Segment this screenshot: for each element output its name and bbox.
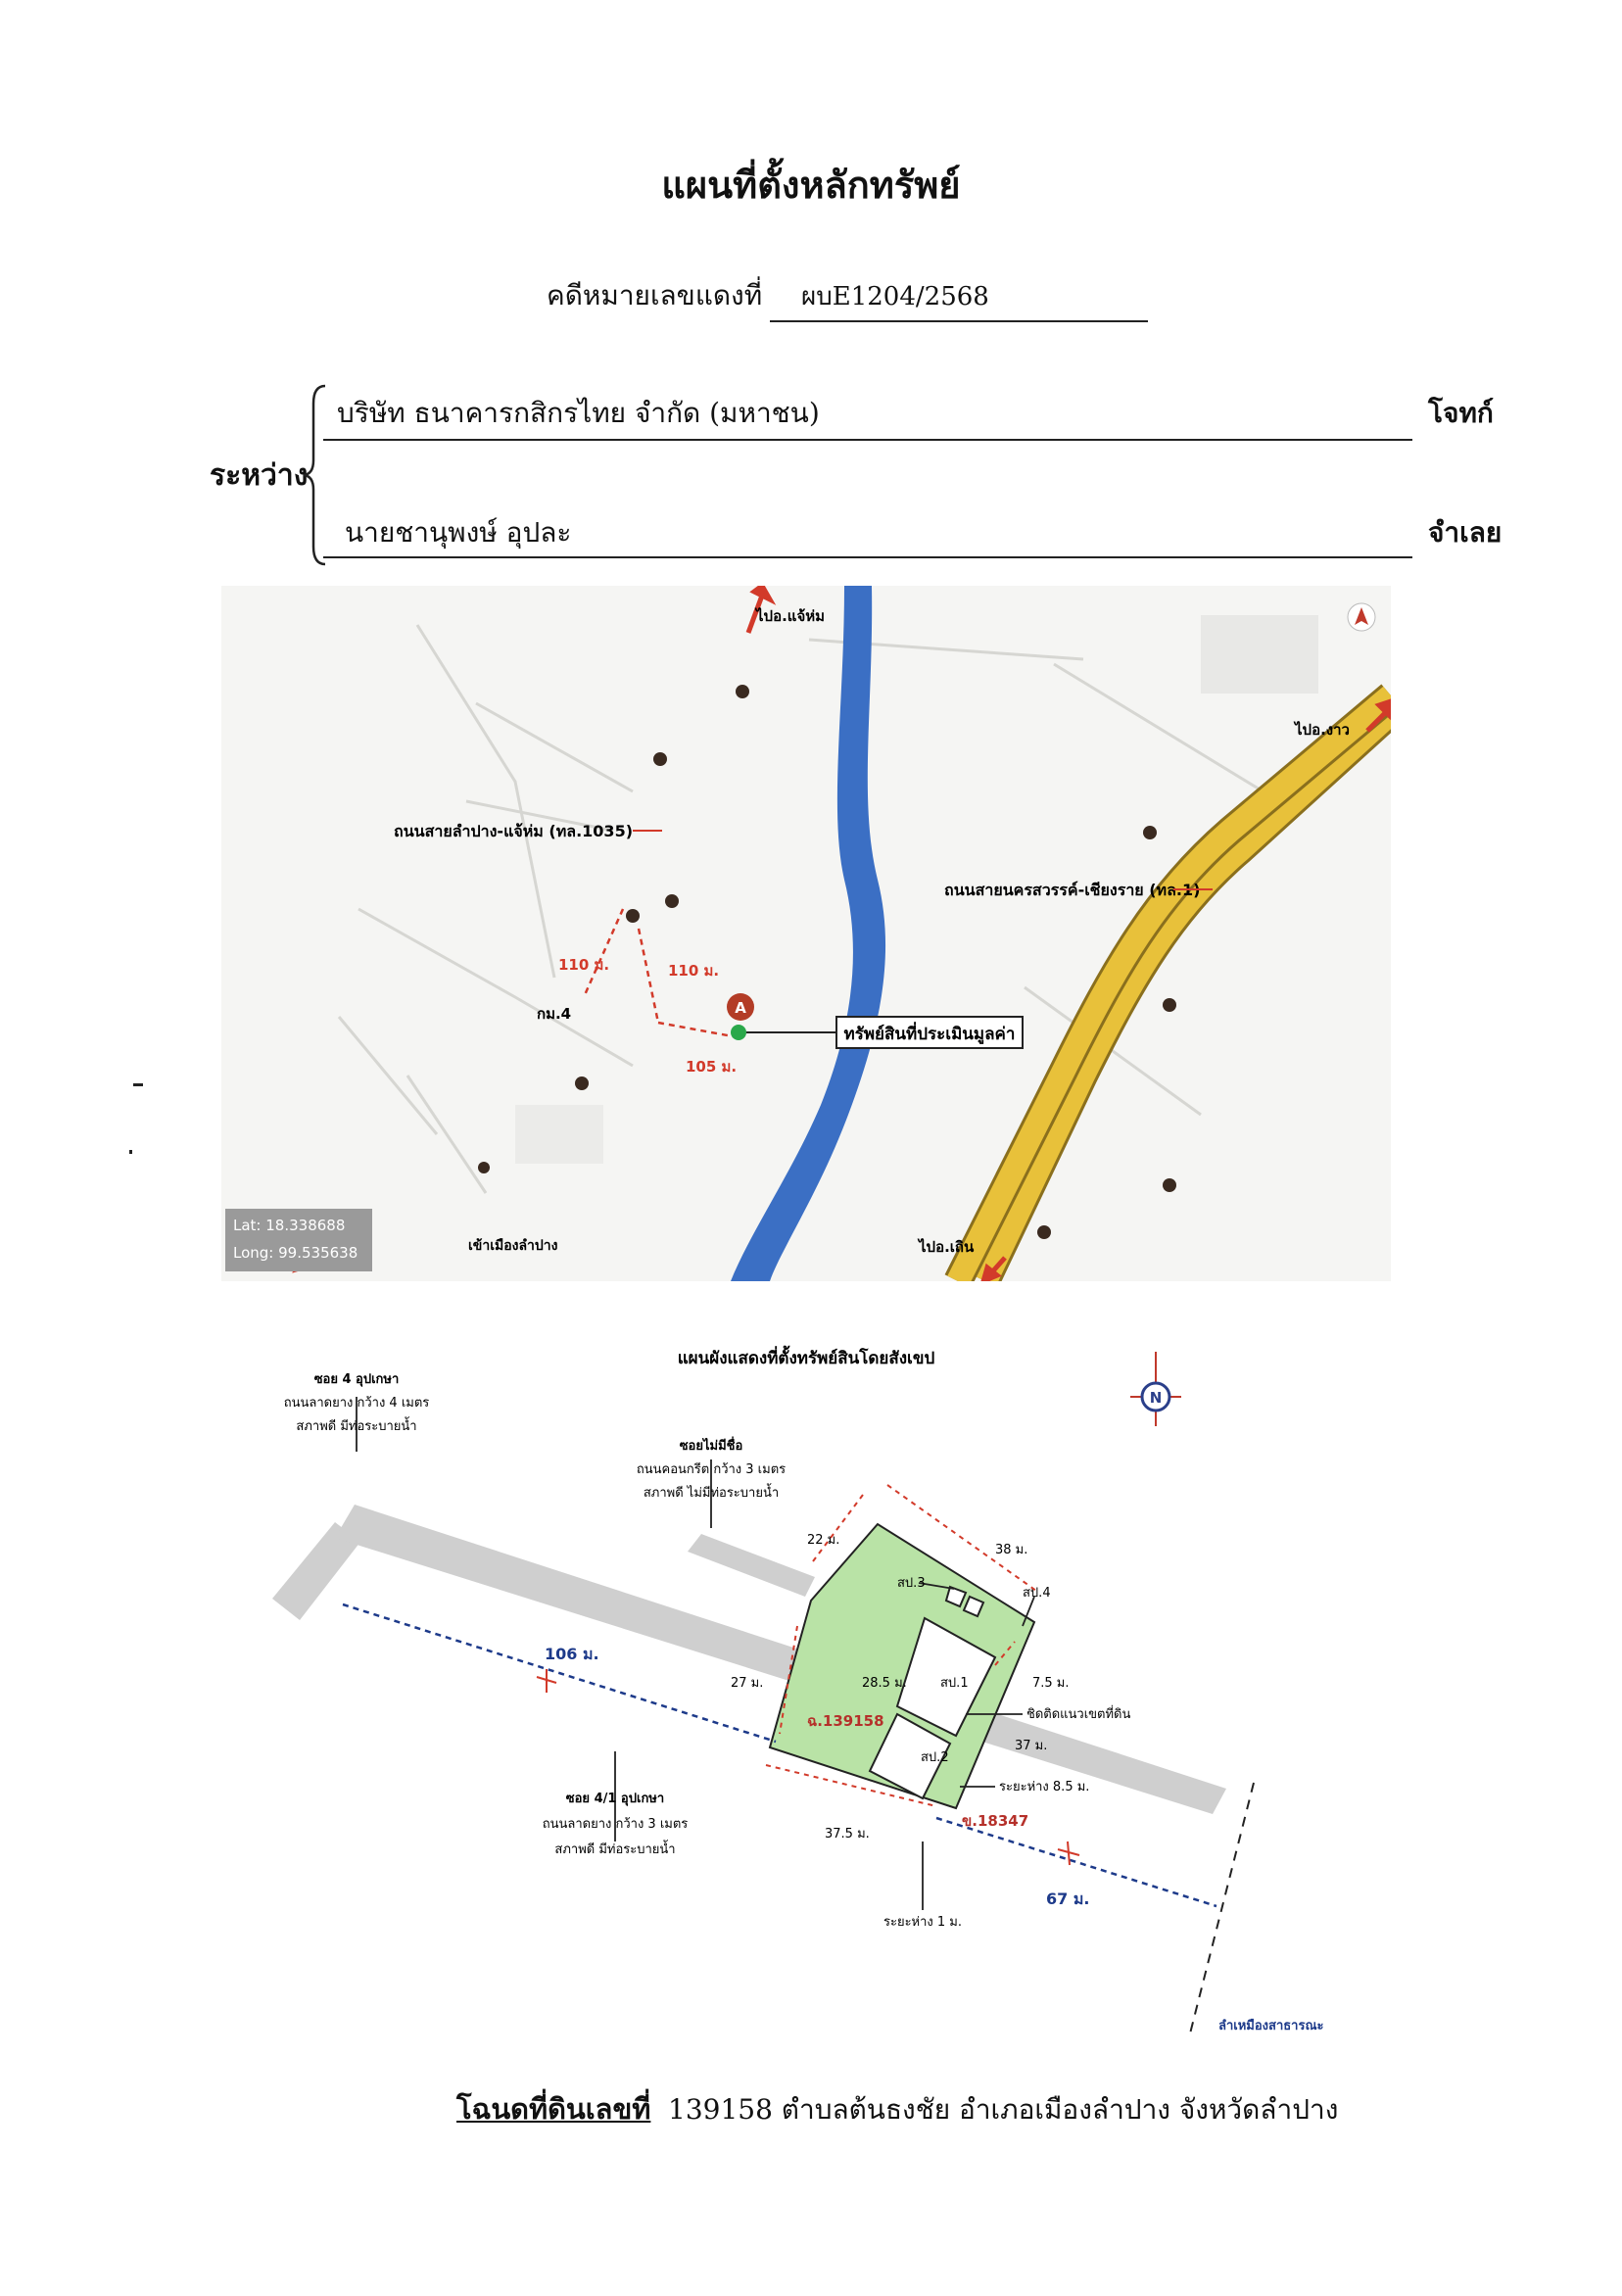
defendant-name: นายชานุพงษ์ อุปละ xyxy=(345,516,572,549)
distance-28-5: 28.5 ม. xyxy=(862,1676,907,1691)
roads xyxy=(272,1505,1226,1814)
plaintiff-underline xyxy=(323,439,1412,441)
nosoi-title: ซอยไม่มีชื่อ xyxy=(680,1436,743,1454)
to-jaehom-label: ไปอ.แจ้ห่ม xyxy=(754,606,825,625)
location-map: A ทรัพย์สินที่ประเมินมูลค่า ถนนสายลำปาง-… xyxy=(221,586,1391,1281)
pointer-lines xyxy=(356,1397,1035,1910)
distance-37-5: 37.5 ม. xyxy=(825,1827,870,1842)
building-4 xyxy=(962,1595,985,1618)
distance-67: 67 ม. xyxy=(1046,1889,1089,1908)
gap-8-5-note: ระยะห่าง 8.5 ม. xyxy=(999,1780,1089,1794)
plaintiff-name: บริษัท ธนาคารกสิกรไทย จำกัด (มหาชน) xyxy=(337,397,820,429)
building-1-label: สป.1 xyxy=(940,1676,969,1691)
soi4-line1: ถนนลาดยาง กว้าง 4 เมตร xyxy=(284,1396,430,1411)
property-marker: A xyxy=(727,993,836,1040)
red-dimension-lines xyxy=(765,1484,1037,1807)
road-1-label: ถนนสายนครสวรรค์-เชียงราย (ทล.1) xyxy=(944,881,1200,899)
case-number-underline xyxy=(770,320,1148,322)
north-compass-icon: N xyxy=(1130,1352,1181,1426)
distance-37: 37 ม. xyxy=(1015,1739,1047,1753)
deed-label: โฉนดที่ดินเลขที่ xyxy=(456,2092,651,2126)
plaintiff-role: โจทก์ xyxy=(1428,397,1494,429)
x-markers xyxy=(536,1669,1080,1866)
defendant-underline xyxy=(323,556,1412,558)
building-2-label: สป.2 xyxy=(921,1750,949,1765)
soi41-line2: สภาพดี มีท่อระบายน้ำ xyxy=(554,1840,675,1857)
gap-1-note: ระยะห่าง 1 ม. xyxy=(883,1915,962,1930)
to-city-label: เข้าเมืองลำปาง xyxy=(468,1238,558,1254)
nosoi-line2: สภาพดี ไม่มีท่อระบายน้ำ xyxy=(644,1483,779,1501)
distance-label-a: 110 ม. xyxy=(558,956,609,974)
building-4-label: สป.4 xyxy=(1023,1586,1051,1601)
to-thoen-label: ไปอ.เถิน xyxy=(917,1237,975,1256)
nosoi-line1: ถนนคอนกรีต กว้าง 3 เมตร xyxy=(637,1461,786,1477)
building-3-label: สป.3 xyxy=(897,1576,926,1591)
canal-label: ลำเหมืองสาธารณะ xyxy=(1218,2018,1324,2033)
case-number-value: ผบE1204/2568 xyxy=(801,282,989,311)
building-2 xyxy=(868,1712,952,1800)
distance-22: 22 ม. xyxy=(807,1533,839,1548)
property-label: ทรัพย์สินที่ประเมินมูลค่า xyxy=(844,1022,1016,1045)
site-plan-title: แผนผังแสดงที่ตั้งทรัพย์สินโดยสังเขป xyxy=(678,1345,935,1368)
distance-106: 106 ม. xyxy=(545,1645,599,1663)
map-building xyxy=(1201,615,1318,694)
km-marker-label: กม.4 xyxy=(537,1005,571,1023)
property-label-box xyxy=(835,1016,1024,1049)
distance-label-b: 110 ม. xyxy=(668,962,719,980)
scan-mark xyxy=(133,1083,143,1086)
soi41-title: ซอย 4/1 อุปเกษา xyxy=(566,1792,664,1806)
building-3 xyxy=(944,1585,968,1608)
property-marker-letter: A xyxy=(735,999,746,1017)
soi4-line2: สภาพดี มีท่อระบายน้ำ xyxy=(296,1416,416,1434)
river xyxy=(731,586,886,1281)
soi41-line1: ถนนลาดยาง กว้าง 3 เมตร xyxy=(543,1817,689,1832)
blue-distance-lines xyxy=(342,1602,1217,1908)
highway xyxy=(944,684,1391,1281)
coordinate-box xyxy=(225,1209,372,1271)
distance-27: 27 ม. xyxy=(731,1676,763,1691)
map-building xyxy=(515,1105,603,1164)
defendant-role: จำเลย xyxy=(1428,516,1503,549)
building-1 xyxy=(895,1616,997,1738)
poi-markers xyxy=(478,685,1176,1239)
deed-number-2-label: ข.18347 xyxy=(962,1812,1028,1830)
distance-lines xyxy=(582,908,734,1038)
boundary-note: ชิดติดแนวเขตที่ดิน xyxy=(1026,1705,1131,1722)
soi4-title: ซอย 4 อุปเกษา xyxy=(314,1372,400,1387)
document-title: แผนที่ตั้งหลักทรัพย์ xyxy=(661,163,961,207)
deed-location-text: 139158 ตำบลต้นธงชัย อำเภอเมืองลำปาง จังห… xyxy=(668,2093,1339,2126)
deed-number-label: ฉ.139158 xyxy=(807,1712,884,1730)
latitude-readout: Lat: 18.338688 xyxy=(233,1217,345,1234)
distance-7-5: 7.5 ม. xyxy=(1032,1676,1070,1691)
longitude-readout: Long: 99.535638 xyxy=(233,1244,358,1262)
party-brace xyxy=(303,384,326,566)
case-number-label: คดีหมายเลขแดงที่ xyxy=(547,279,763,311)
map-compass-arrow-icon xyxy=(1355,607,1368,625)
between-label: ระหว่าง xyxy=(210,458,309,493)
distance-label-c: 105 ม. xyxy=(686,1058,737,1076)
canal-line xyxy=(1188,1782,1255,2038)
road-1035-label: ถนนสายลำปาง-แจ้ห่ม (ทล.1035) xyxy=(394,822,633,840)
site-plan: แผนผังแสดงที่ตั้งทรัพย์สินโดยสังเขป N xyxy=(272,1345,1324,2038)
distance-38: 38 ม. xyxy=(995,1543,1027,1557)
scan-mark xyxy=(129,1150,132,1154)
land-parcel xyxy=(768,1522,1036,1810)
svg-text:N: N xyxy=(1150,1389,1163,1407)
to-ngao-label: ไปอ.งาว xyxy=(1293,720,1350,739)
